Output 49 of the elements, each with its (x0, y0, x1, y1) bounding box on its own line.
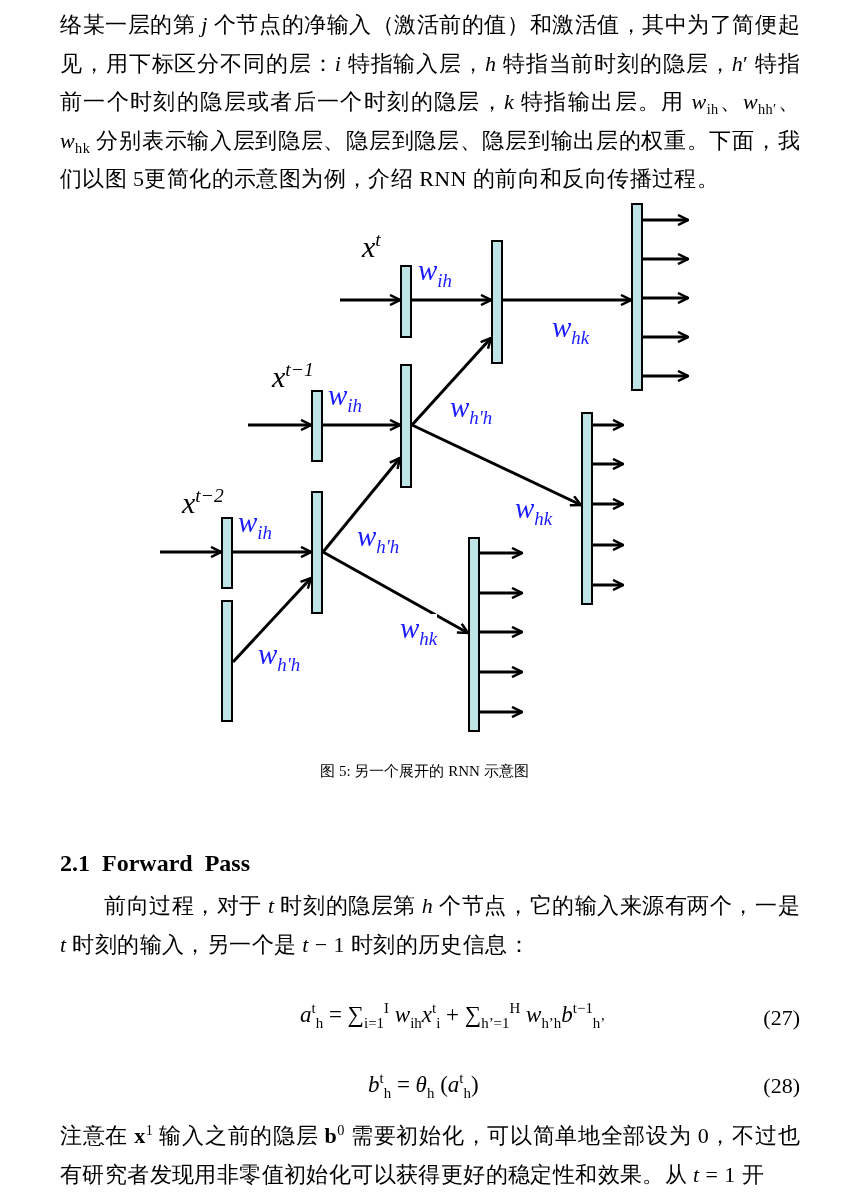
arrow (593, 457, 625, 471)
variable-label: x$^{t}$ (362, 232, 381, 262)
arrow (321, 456, 402, 553)
arrow (160, 545, 223, 559)
arrow (503, 293, 633, 307)
paragraph: 络某一层的第 j 个节点的净输入（激活前的值）和激活值，其中为了简便起见，用下标区分不同的层：i 特指输入层，h 特指当前时刻的隐层，h′ 特指前一个时刻的隐层或者后一个时刻的隐层，k 特指输出层。用 w$_{ih}$、w$_{hh′}$、w$_{hk}$ 分别表示输入层到隐层、隐层到隐层、隐层到输出层的权重。下面，我们以图 5更简化的示意图为例，介绍 RNN 的前向和反向传播过程。 (60, 11, 800, 193)
layer-bar (221, 517, 233, 589)
paragraph: 注意在 x$^{1}$ 输入之前的隐层 b$^{0}$ 需要初始化，可以简单地全部设为 0，不过也有研究者发现用非零值初始化可以获得更好的稳定性和效果。从 t = 1 开 (60, 1120, 800, 1189)
arrow (643, 330, 690, 344)
arrow (593, 538, 625, 552)
equation: b$^{t}$$_{h}$ = θ$_{h}$ (a$^{t}$$_{h}$) (368, 1072, 479, 1098)
arrow (643, 252, 690, 266)
arrow (480, 665, 524, 679)
layer-bar (581, 412, 593, 605)
arrow (593, 418, 625, 432)
arrow (322, 550, 470, 635)
equation-number: (27) (762, 1005, 800, 1031)
layer-bar (311, 491, 323, 614)
arrow (593, 497, 625, 511)
edge-label: w$_{hk}$ (400, 614, 438, 643)
arrow (231, 576, 313, 664)
arrow (480, 625, 524, 639)
layer-bar (468, 537, 480, 732)
arrow (340, 293, 402, 307)
layer-bar (400, 364, 412, 488)
paragraph: 前向过程，对于 t 时刻的隐层第 h 个节点，它的输入来源有两个，一是 t 时刻的输入，另一个是 t − 1 时刻的历史信息： (60, 892, 800, 959)
variable-label: x$^{t−1}$ (272, 362, 314, 392)
arrow (323, 418, 402, 432)
section-heading: 2.1 Forward Pass (60, 850, 250, 877)
arrow (643, 213, 690, 227)
equation-number: (28) (762, 1073, 800, 1099)
figure-caption: 图 5: 另一个展开的 RNN 示意图 (320, 763, 529, 779)
arrow (410, 336, 493, 426)
arrow (248, 418, 313, 432)
arrow (480, 546, 524, 560)
arrow (593, 578, 625, 592)
arrow (643, 369, 690, 383)
variable-label: x$^{t−2}$ (182, 488, 224, 518)
arrow (412, 293, 493, 307)
layer-bar (311, 390, 323, 462)
layer-bar (400, 265, 412, 338)
arrow (480, 705, 524, 719)
arrow (643, 291, 690, 305)
layer-bar (631, 203, 643, 391)
layer-bar (491, 240, 503, 364)
arrow (411, 423, 583, 507)
arrow (233, 545, 313, 559)
layer-bar (221, 600, 233, 722)
arrow (480, 586, 524, 600)
